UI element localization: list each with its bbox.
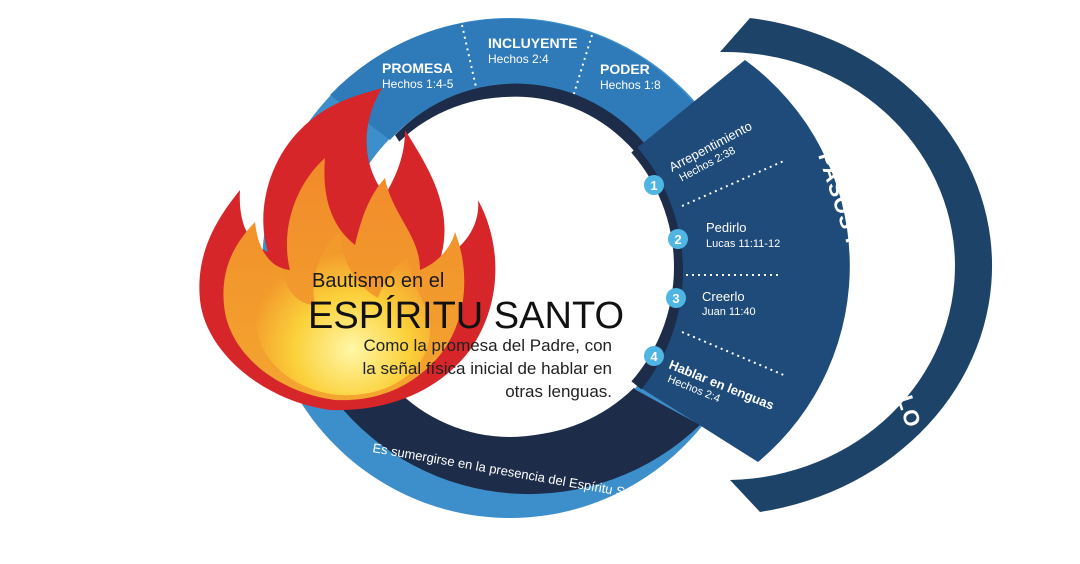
center-description-line: la señal física inicial de hablar en [363, 359, 612, 378]
step-title: Pedirlo [706, 220, 746, 235]
step-number: 1 [650, 178, 657, 193]
step-badge [644, 175, 664, 195]
step-divider [681, 331, 787, 377]
inner-rim [395, 83, 650, 158]
flame-illustration [199, 88, 496, 411]
step-badge [666, 288, 686, 308]
step-number: 4 [650, 349, 658, 364]
steps-panel [632, 60, 850, 462]
center-description-line: Como la promesa del Padre, con [363, 336, 612, 355]
step-3: 3 Creerlo Juan 11:40 [666, 288, 756, 318]
top-arc-ref: Hechos 1:8 [600, 78, 661, 92]
step-badge [668, 229, 688, 249]
top-arc-divider [461, 24, 479, 97]
center-description-line: otras lenguas. [505, 382, 612, 401]
top-arc-title: PROMESA [382, 60, 453, 76]
step-title: Creerlo [702, 289, 745, 304]
top-arc-item-incluyente: INCLUYENTE Hechos 2:4 [488, 35, 577, 66]
step-number: 3 [672, 291, 679, 306]
step-badge [644, 346, 664, 366]
center-title: ESPÍRITU SANTO [308, 294, 624, 337]
top-arc-ref: Hechos 2:4 [488, 52, 549, 66]
step-ref: Lucas 11:11-12 [706, 238, 780, 250]
top-arc-title: INCLUYENTE [488, 35, 577, 51]
step-number: 2 [674, 232, 681, 247]
top-arc-ref: Hechos 1:4-5 [382, 77, 454, 91]
outer-steps-band [720, 18, 993, 512]
step-ref: Juan 11:40 [702, 306, 756, 318]
top-arc-item-promesa: PROMESA Hechos 1:4-5 [382, 60, 454, 91]
center-pretitle: Bautismo en el [312, 270, 444, 292]
top-arc-segment [330, 18, 700, 150]
step-divider [681, 159, 787, 207]
top-arc-item-poder: PODER Hechos 1:8 [600, 61, 661, 92]
top-arc-title: PODER [600, 61, 650, 77]
step-2: 2 Pedirlo Lucas 11:11-12 [668, 220, 780, 250]
